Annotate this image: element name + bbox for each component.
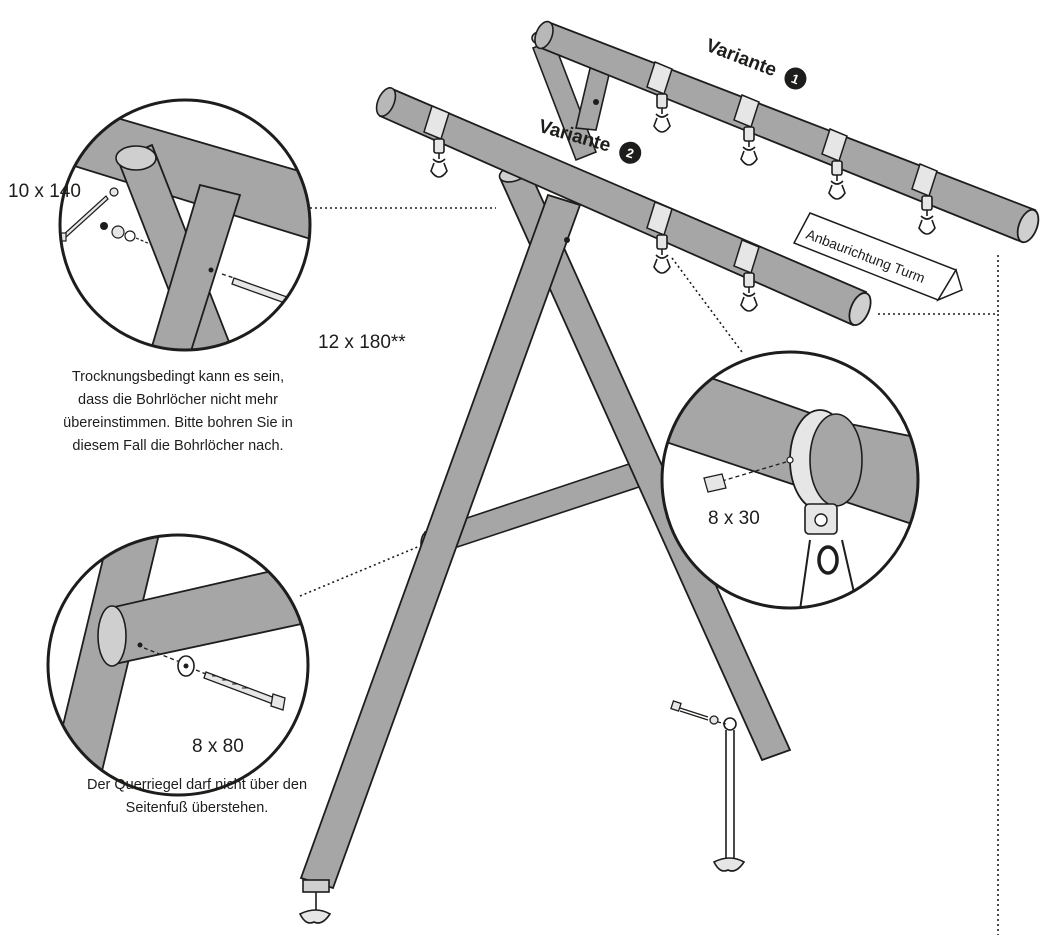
bolt-8x80-label: 8 x 80 xyxy=(192,736,244,757)
beam-variant-2 xyxy=(375,86,872,327)
swing-hook-icon xyxy=(828,160,846,200)
drill-note-line-3: übereinstimmen. Bitte bohren Sie in xyxy=(63,415,293,431)
bolt-12x180-label: 12 x 180** xyxy=(318,332,406,353)
variant-1-label: Variante 1 xyxy=(703,35,807,90)
drill-note-line-1: Trocknungsbedingt kann es sein, xyxy=(72,369,284,385)
bolt-10x140-label: 10 x 140 xyxy=(8,181,81,202)
swing-hook-icon xyxy=(653,234,671,274)
ground-anchor-icon xyxy=(298,879,332,924)
detail-crossbar-joint xyxy=(46,533,310,797)
variant-1-text: Variante xyxy=(703,35,780,81)
drill-note-line-2: dass die Bohrlöcher nicht mehr xyxy=(78,392,278,408)
ground-anchor-icon xyxy=(712,717,746,872)
front-frame-front-leg xyxy=(299,193,582,890)
bolt-8x30-label: 8 x 30 xyxy=(708,508,760,529)
swing-hook-icon xyxy=(740,126,758,166)
bolt-icon xyxy=(670,700,727,725)
variant-1-badge xyxy=(784,67,807,90)
swing-hook-icon xyxy=(653,93,671,133)
drill-note-line-4: diesem Fall die Bohrlöcher nach. xyxy=(72,438,283,454)
leader-lines xyxy=(299,207,999,935)
crossbar-note: Der Querriegel darf nicht über den Seite… xyxy=(87,777,307,816)
variant-2-badge xyxy=(619,141,642,164)
detail-swivel-joint xyxy=(660,350,920,610)
swing-hook-icon xyxy=(918,195,936,235)
detail-top-joint xyxy=(58,98,312,352)
swing-hook-icon xyxy=(740,272,758,312)
beam-variant-1 xyxy=(534,20,1040,244)
swing-hook-icon xyxy=(430,138,448,178)
crossbar-note-line-2: Seitenfuß überstehen. xyxy=(126,800,269,816)
crossbar-note-line-1: Der Querriegel darf nicht über den xyxy=(87,777,307,793)
variant-2-number: 2 xyxy=(625,145,636,161)
drilling-note: Trocknungsbedingt kann es sein, dass die… xyxy=(63,369,293,454)
